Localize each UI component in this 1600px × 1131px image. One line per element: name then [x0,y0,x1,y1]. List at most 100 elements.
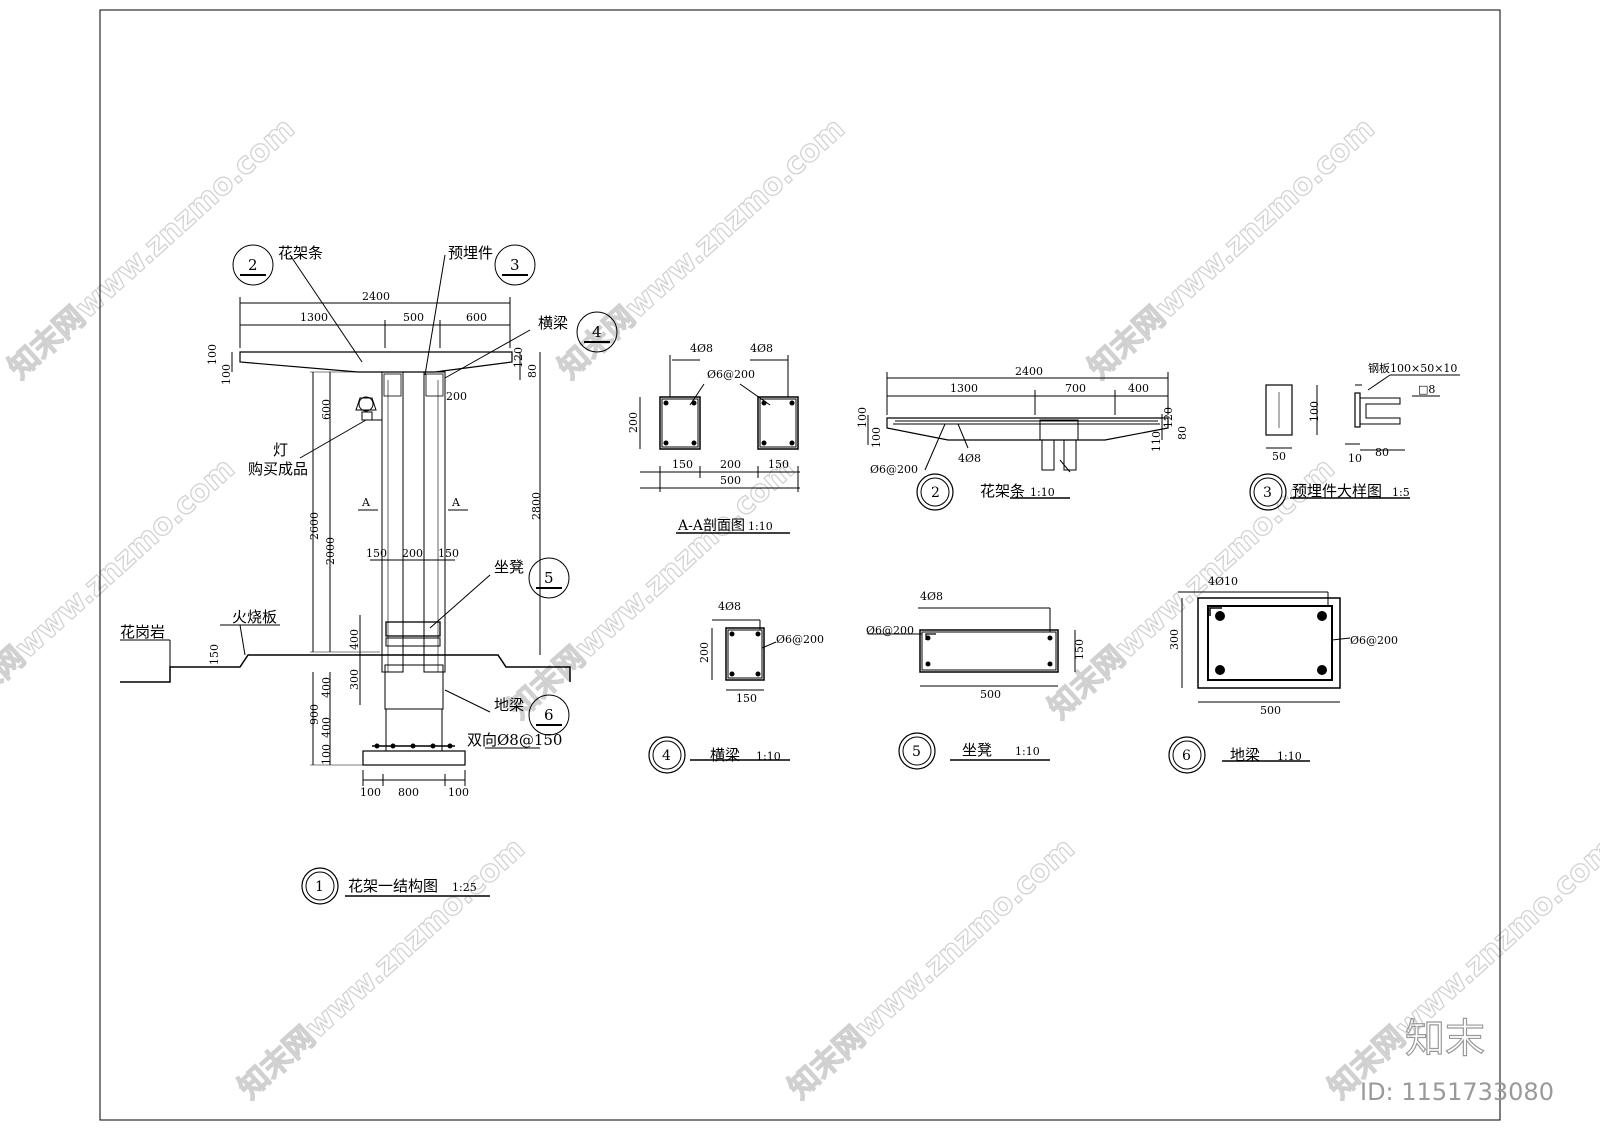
watermark-text: 知末网www.znzmo.com [232,831,532,1106]
main-scale: 1:25 [452,881,477,894]
main-elevation [120,244,618,905]
dim-label: 80 [1375,446,1389,459]
dim-label: 2400 [1015,365,1043,378]
ref-num: 4 [592,323,602,341]
label-ground-beam: 地梁 [494,696,524,714]
section-mark: A [451,496,461,509]
id-label: ID: 1151733080 [1360,1078,1554,1106]
dim-label: 400 [348,629,361,650]
dim-label: 150 [208,644,221,665]
dim-label: 100 [360,786,381,799]
ref-num: 5 [544,569,554,587]
dim-label: 600 [466,311,487,324]
dim-label: 800 [398,786,419,799]
dim-label: 700 [1065,382,1086,395]
dim-label: 150 [1073,639,1086,660]
ref-num: 2 [248,256,258,274]
stirrup-label: Ø6@200 [870,463,918,476]
label-embedded: 预埋件 [448,244,493,262]
seat-title: 坐凳 [962,741,992,759]
dim-label: 100 [1308,401,1321,422]
dim-label: 100 [320,744,333,765]
ref-num: 6 [544,706,554,724]
label-lamp: 灯 [273,441,288,459]
dim-label: 400 [1128,382,1149,395]
rebar-label: 4Ø8 [920,590,943,603]
crossbeam-scale: 1:10 [756,750,781,763]
dim-label: 110 [1150,431,1163,452]
view-number: 6 [1182,748,1191,764]
embedded-scale: 1:5 [1392,486,1410,499]
watermark-text: 知末网www.znzmo.com [782,831,1082,1106]
dim-label: 100 [870,427,883,448]
label-rebar-note: 双向Ø8@150 [467,731,562,749]
dim-label: 600 [320,399,333,420]
dim-label: 500 [720,474,741,487]
main-title: 花架一结构图 [348,877,438,895]
section-aa-text: 4Ø8 4Ø8 Ø6@200 200 150 200 150 500 A-A剖面… [627,342,789,534]
ground-beam-detail-text: 4Ø10 Ø6@200 300 500 6 地梁 1:10 [1168,575,1398,764]
section-aa-scale: 1:10 [748,520,773,533]
embedded-title: 预埋件大样图 [1292,482,1382,500]
dim-label: 150 [768,458,789,471]
rebar-label: 4Ø8 [958,452,981,465]
section-aa [639,355,800,534]
watermark-text: 知末网www.znzmo.com [0,451,242,726]
label-lamp-note: 购买成品 [248,460,308,478]
dim-label: 200 [627,412,640,433]
dim-label: 1300 [950,382,978,395]
watermark-text: 知末网www.znzmo.com [1322,831,1600,1106]
rebar-label: 4Ø8 [718,600,741,613]
strip-detail-text: 2400 1300 700 400 100 100 120 80 110 4Ø8… [856,365,1189,501]
dim-label: 500 [980,688,1001,701]
seat-detail-text: 4Ø8 Ø6@200 150 500 5 坐凳 1:10 [866,590,1086,760]
stirrup-label: Ø6@200 [707,368,755,381]
seat-scale: 1:10 [1015,745,1040,758]
dim-label: 2800 [530,492,543,520]
view-number: 1 [315,879,324,895]
ground-beam-detail [1168,591,1351,774]
watermark-text: 知末网www.znzmo.com [2,111,302,386]
dim-label: 150 [366,547,387,560]
label-granite: 花岗岩 [120,623,165,641]
dim-label: 120 [512,347,525,368]
main-text: 花架条 预埋件 横梁 灯 购买成品 坐凳 花岗岩 火烧板 地梁 双向Ø8@150… [120,244,602,895]
dim-label: 150 [672,458,693,471]
dim-label: 200 [446,390,467,403]
dim-label: 1300 [300,311,328,324]
brand-logo: 知末 [1405,1016,1485,1062]
stirrup-label: Ø6@200 [866,624,914,637]
dim-label: 100 [856,407,869,428]
label-flower-strip: 花架条 [278,244,323,262]
dim-label: 120 [1162,407,1175,428]
rebar-label: 4Ø8 [750,342,773,355]
dim-label: 900 [308,704,321,725]
ground-beam-scale: 1:10 [1277,750,1302,763]
dim-label: 100 [220,364,233,385]
dim-label: 200 [698,642,711,663]
dim-label: 500 [403,311,424,324]
watermark-text: 知末网www.znzmo.com [1082,111,1382,386]
dim-label: 200 [402,547,423,560]
section-aa-title: A-A剖面图 [677,518,745,534]
embedded-detail [1249,374,1460,511]
stirrup-label: Ø6@200 [1350,634,1398,647]
dim-label: 150 [438,547,459,560]
dim-label: 300 [1168,629,1181,650]
embedded-detail-text: 钢板100×50×10 □8 100 50 10 80 3 预埋件大样图 1:5 [1263,361,1457,501]
section-mark: A [361,496,371,509]
label-crossbeam: 横梁 [538,314,568,332]
view-number: 4 [662,748,671,764]
bar-label: □8 [1418,383,1435,396]
sheet-frame [99,9,1501,1121]
label-fire-slab: 火烧板 [232,608,277,626]
strip-detail [867,372,1169,511]
dim-label: 80 [1176,426,1189,440]
crossbeam-detail-text: 4Ø8 Ø6@200 200 150 4 横梁 1:10 [662,600,824,764]
label-seat: 坐凳 [494,558,524,576]
ground-beam-title: 地梁 [1230,746,1260,764]
strip-scale: 1:10 [1030,486,1055,499]
dim-label: 300 [348,669,361,690]
stirrup-label: Ø6@200 [776,633,824,646]
